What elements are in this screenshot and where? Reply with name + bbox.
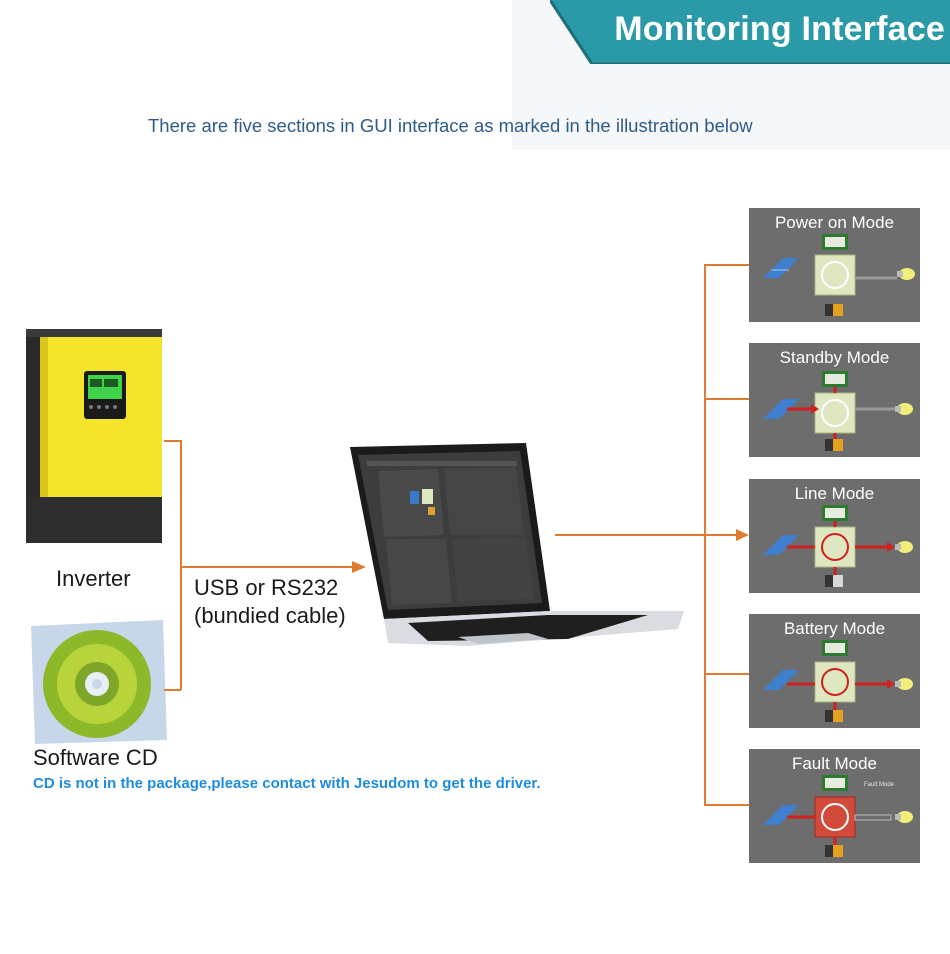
mode-panel-line: Line Mode	[749, 479, 920, 593]
connector-fault	[704, 804, 749, 806]
mode-title: Line Mode	[794, 484, 875, 503]
arrow-to-laptop	[352, 561, 366, 573]
solar-panel-icon	[763, 258, 799, 278]
connector-left-vertical	[180, 440, 182, 690]
connector-power-on	[704, 264, 749, 266]
mode-diagram	[763, 775, 913, 857]
inverter-icon	[814, 526, 856, 568]
mode-title: Power on Mode	[774, 213, 895, 232]
arrow-to-modes	[736, 529, 749, 541]
inverter-image	[24, 327, 164, 545]
banner-shape	[550, 0, 950, 64]
solar-panel-icon	[763, 670, 799, 690]
inverter-label: Inverter	[56, 566, 131, 591]
battery-icon	[825, 439, 843, 451]
connector-battery	[704, 673, 749, 675]
cable-label-line2: (bundied cable)	[194, 603, 346, 628]
battery-icon	[825, 304, 843, 316]
software-cd-image	[27, 620, 167, 744]
subtitle: There are five sections in GUI interface…	[148, 115, 753, 136]
connector-inverter	[164, 440, 181, 442]
grid-icon	[822, 640, 848, 656]
mode-panel-power-on: Power on Mode	[749, 208, 920, 322]
laptop-image	[348, 443, 684, 646]
battery-icon	[825, 575, 843, 587]
solar-panel-icon	[763, 535, 799, 555]
mode-panel-fault: Fault Mode Fault Mode	[749, 749, 920, 863]
mode-diagram	[763, 371, 913, 451]
grid-icon	[822, 371, 848, 387]
grid-icon	[822, 234, 848, 250]
mode-diagram	[763, 505, 913, 587]
inverter-icon	[814, 796, 856, 838]
lightbulb-icon	[895, 811, 913, 823]
lightbulb-icon	[895, 678, 913, 690]
header-banner: Monitoring Interface	[550, 0, 950, 64]
connector-cd	[164, 689, 181, 691]
inverter-icon	[814, 661, 856, 703]
connector-standby	[704, 398, 749, 400]
mode-panel-battery: Battery Mode	[749, 614, 920, 728]
mode-panel-standby: Standby Mode	[749, 343, 920, 457]
battery-icon	[825, 710, 843, 722]
connector-from-laptop	[555, 534, 738, 536]
fault-mode-small-label: Fault Mode	[864, 782, 895, 788]
lightbulb-icon	[897, 268, 915, 280]
battery-icon	[825, 845, 843, 857]
cable-label-line1: USB or RS232	[194, 575, 339, 600]
mode-title: Standby Mode	[779, 348, 890, 367]
mode-title: Fault Mode	[791, 754, 878, 773]
grid-icon	[822, 505, 848, 521]
connector-to-laptop	[180, 566, 354, 568]
mode-diagram	[763, 640, 913, 722]
software-cd-note: CD is not in the package,please contact …	[33, 775, 541, 792]
page-title: Monitoring Interface	[614, 10, 945, 48]
connector-right-vertical	[704, 264, 706, 805]
solar-panel-icon	[763, 399, 799, 419]
mode-title: Battery Mode	[783, 619, 886, 638]
inverter-icon	[814, 392, 856, 434]
mode-diagram	[763, 234, 915, 316]
inverter-icon	[814, 254, 856, 296]
lightbulb-icon	[895, 541, 913, 553]
lightbulb-icon	[895, 403, 913, 415]
solar-panel-icon	[763, 805, 799, 825]
grid-icon	[822, 775, 848, 791]
software-cd-label: Software CD	[33, 745, 158, 770]
